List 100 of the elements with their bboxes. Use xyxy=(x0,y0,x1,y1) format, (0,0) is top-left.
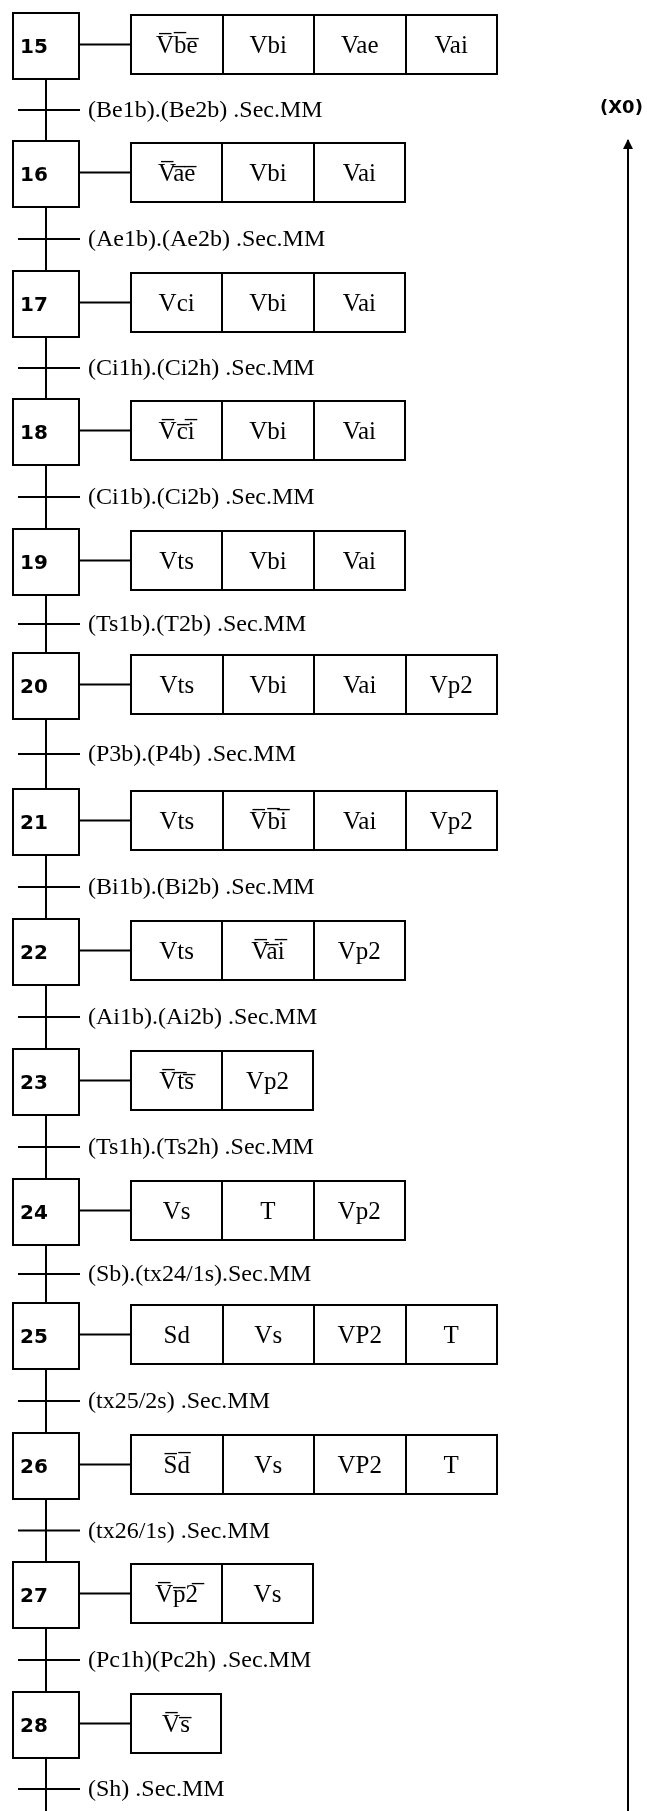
transition-line xyxy=(17,719,81,789)
action-label: V̅c̅i̅ xyxy=(132,402,222,459)
action-label: Vp2 xyxy=(312,922,404,979)
action-link xyxy=(79,1333,131,1336)
action-label: Vbi xyxy=(221,656,313,713)
action-block xyxy=(130,1304,498,1365)
step-box: 15 xyxy=(12,12,80,80)
action-block xyxy=(130,1693,222,1754)
action-label: Vbi xyxy=(221,16,313,73)
action-label: V̅s̅ xyxy=(161,1708,193,1739)
action-link xyxy=(79,1722,131,1725)
action-label: Vs xyxy=(221,1306,313,1363)
action-label: Vp2 xyxy=(404,792,496,849)
step-box: 19 xyxy=(12,528,80,596)
step-box: 22 xyxy=(12,918,80,986)
action-block xyxy=(130,1180,406,1241)
transition-line xyxy=(17,1628,81,1692)
action-label: Vbi xyxy=(221,274,313,331)
action-label: Vbi xyxy=(221,402,313,459)
action-label: Vae xyxy=(313,16,405,73)
action-label: Vp2 xyxy=(221,1052,312,1109)
transition-line xyxy=(17,1499,81,1562)
action-block xyxy=(130,530,406,591)
action-link xyxy=(79,1592,131,1595)
transition-line xyxy=(17,79,81,141)
return-arrow xyxy=(623,139,633,1811)
action-label: Vs xyxy=(221,1436,313,1493)
transition-line xyxy=(17,207,81,271)
step-box: 23 xyxy=(12,1048,80,1116)
action-link xyxy=(79,301,131,304)
step-box: 28 xyxy=(12,1691,80,1759)
action-label: Vbi xyxy=(221,144,313,201)
action-label: T xyxy=(404,1306,496,1363)
action-label: Sd xyxy=(162,1319,191,1350)
action-label: T xyxy=(404,1436,496,1493)
action-block xyxy=(130,142,406,203)
transition-line xyxy=(17,465,81,529)
action-label: Vts xyxy=(158,545,196,576)
action-label: Vbi xyxy=(221,532,313,589)
action-link xyxy=(79,429,131,432)
transition-line xyxy=(17,1245,81,1303)
action-label: Vs xyxy=(221,1565,312,1622)
step-box: 25 xyxy=(12,1302,80,1370)
action-label: Vts xyxy=(158,669,196,700)
action-label: V̅b̅e̅ xyxy=(154,29,200,60)
action-link xyxy=(79,949,131,952)
step-box: 16 xyxy=(12,140,80,208)
action-label: Vai xyxy=(404,16,496,73)
action-link xyxy=(79,559,131,562)
action-link xyxy=(79,1463,131,1466)
action-label: Vts xyxy=(158,935,196,966)
action-label: T xyxy=(221,1182,313,1239)
action-label: VP2 xyxy=(313,1306,405,1363)
action-label: Vai xyxy=(312,144,404,201)
action-label: Vp2 xyxy=(312,1182,404,1239)
transition-line xyxy=(17,595,81,653)
action-label: Vci xyxy=(157,287,196,318)
action-label: Vai xyxy=(312,532,404,589)
step-box: 17 xyxy=(12,270,80,338)
action-link xyxy=(79,683,131,686)
transition-line xyxy=(17,1369,81,1433)
transition-line xyxy=(17,1758,81,1811)
action-link xyxy=(79,1209,131,1212)
action-label: V̅p̅2̅ xyxy=(132,1565,221,1622)
action-label: V̅t̅s̅ xyxy=(158,1065,197,1096)
action-block xyxy=(130,1050,314,1111)
action-label: Vp2 xyxy=(404,656,496,713)
action-block xyxy=(130,272,406,333)
transition-line xyxy=(17,337,81,399)
action-link xyxy=(79,43,131,46)
action-link xyxy=(79,1079,131,1082)
action-label: Vai xyxy=(312,402,404,459)
step-reference: (X0) xyxy=(600,96,643,117)
action-label: Vai xyxy=(312,274,404,331)
action-label: Vts xyxy=(158,805,196,836)
action-block xyxy=(130,400,406,461)
step-box: 20 xyxy=(12,652,80,720)
action-block xyxy=(130,790,498,851)
action-block xyxy=(130,14,498,75)
action-label: V̅a̅e̅ xyxy=(156,157,198,188)
action-label: Vai xyxy=(313,792,405,849)
step-box: 21 xyxy=(12,788,80,856)
action-block xyxy=(130,920,406,981)
action-label: S̅d̅ xyxy=(162,1449,192,1480)
action-block xyxy=(130,1434,498,1495)
action-block xyxy=(130,1563,314,1624)
action-label: VP2 xyxy=(313,1436,405,1493)
action-label: V̅a̅i̅ xyxy=(221,922,313,979)
action-link xyxy=(79,171,131,174)
action-label: V̅b̅i̅ xyxy=(221,792,313,849)
action-label: Vai xyxy=(313,656,405,713)
action-label: Vs xyxy=(161,1195,192,1226)
step-box: 24 xyxy=(12,1178,80,1246)
step-box: 18 xyxy=(12,398,80,466)
step-box: 26 xyxy=(12,1432,80,1500)
transition-line xyxy=(17,1115,81,1179)
step-box: 27 xyxy=(12,1561,80,1629)
transition-line xyxy=(17,855,81,919)
action-link xyxy=(79,819,131,822)
action-block xyxy=(130,654,498,715)
